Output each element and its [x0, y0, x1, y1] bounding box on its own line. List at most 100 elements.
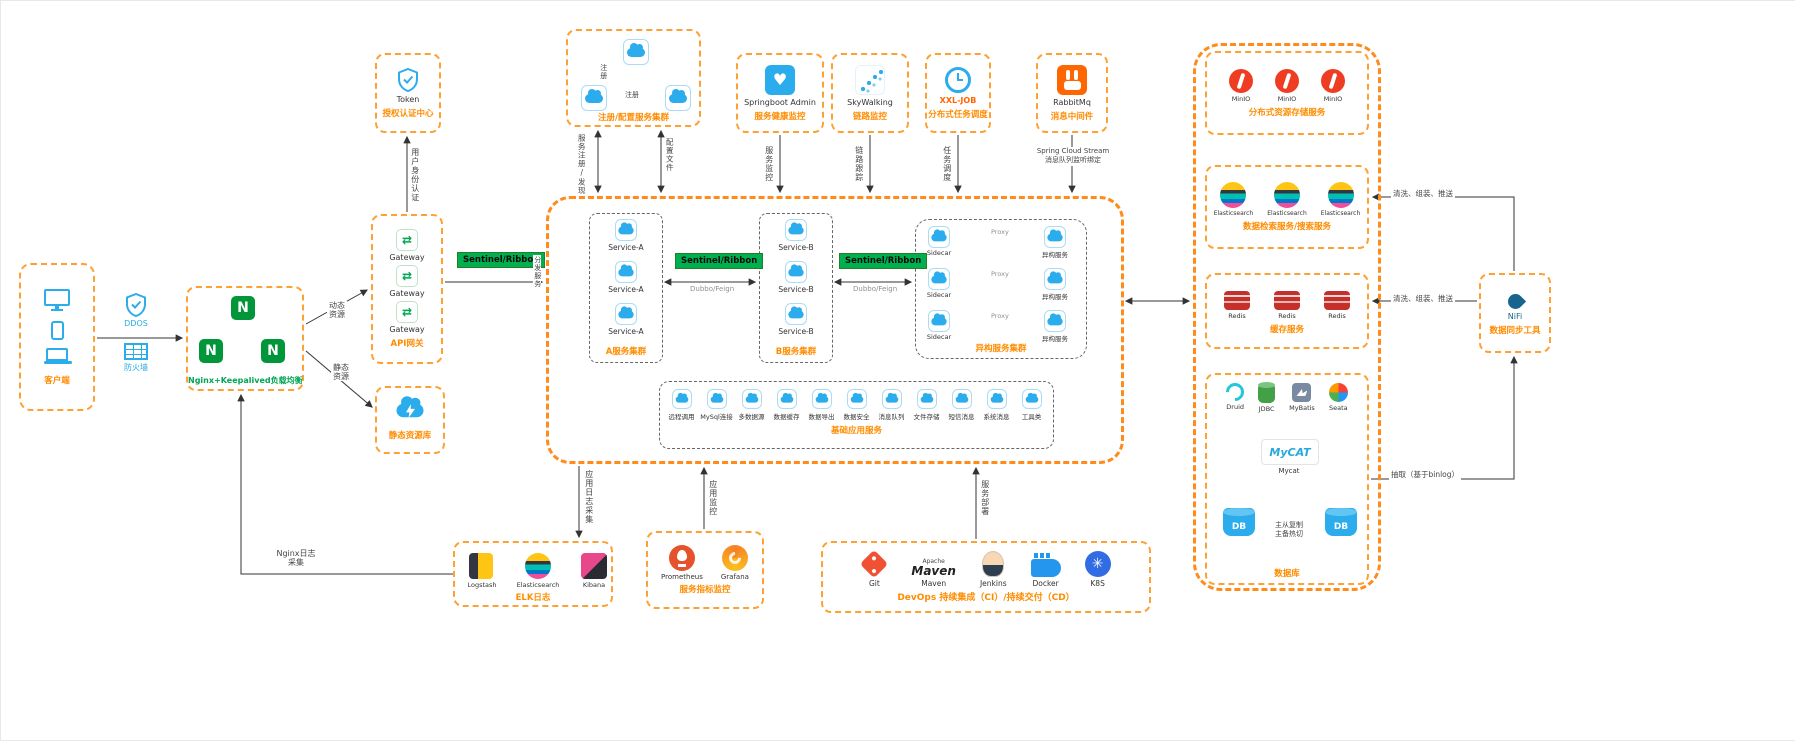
data-layer-container[interactable]	[1193, 43, 1381, 591]
gateway-icon	[396, 229, 418, 251]
token-shield-icon	[398, 67, 418, 92]
edge-label-register: 注册	[599, 63, 608, 81]
basic-service-item: 文件存储	[913, 389, 940, 421]
k8s-name: K8S	[1090, 579, 1105, 588]
logstash-icon	[469, 553, 493, 579]
client-node[interactable]: 客户端	[19, 263, 95, 411]
cloud-icon	[1044, 226, 1066, 248]
devops-node[interactable]: Git Apache Maven Maven Jenkins Docker K8…	[821, 541, 1151, 613]
service-mesh-container[interactable]	[546, 196, 1124, 464]
service-name: Service-A	[608, 285, 644, 294]
cloud-icon	[928, 226, 950, 248]
logstash-name: Logstash	[467, 581, 497, 589]
grafana-name: Grafana	[720, 573, 749, 581]
static-repo-node[interactable]: 静态资源库	[375, 386, 445, 454]
basic-service-item: 系统消息	[984, 389, 1010, 421]
service-item: Service-B	[778, 219, 814, 252]
edge-label-applog: 应用日志采集	[584, 469, 594, 525]
basic-service-item: 工具类	[1021, 389, 1043, 421]
devops-label: DevOps 持续集成（CI）/持续交付（CD）	[897, 593, 1075, 603]
elasticsearch-icon	[1327, 182, 1354, 208]
alarm-clock-icon	[945, 66, 971, 93]
registry-cluster-node[interactable]: 注册/配置服务集群	[566, 29, 701, 127]
cloud-icon	[741, 389, 762, 409]
rabbitmq-node[interactable]: RabbitMq 消息中间件	[1036, 53, 1108, 133]
git-name: Git	[868, 579, 880, 588]
redis-icon	[1274, 291, 1300, 310]
mybatis-icon	[1292, 383, 1312, 402]
water-drop-icon	[1504, 290, 1526, 313]
metrics-node[interactable]: Prometheus Grafana 服务指标监控	[646, 531, 764, 609]
grafana-item: Grafana	[721, 545, 749, 581]
basic-service-name: 多数据源	[738, 413, 765, 421]
cluster-a-label: A服务集群	[605, 347, 647, 357]
druid-name: Druid	[1226, 403, 1245, 411]
xxl-job-node[interactable]: XXL-JOB 分布式任务调度	[925, 53, 991, 133]
basic-service-item: 消息队列	[879, 389, 905, 421]
jenkins-icon	[982, 551, 1005, 577]
redis-name: Redis	[1328, 312, 1346, 320]
heartbeat-icon	[765, 64, 795, 95]
auth-center-node[interactable]: Token 授权认证中心	[375, 53, 441, 133]
elk-label: ELK日志	[515, 593, 551, 603]
hetero-cluster-node[interactable]: Sidecar 异构服务 Sidecar 异构服务 Sidecar 异构服务 异…	[915, 219, 1087, 359]
api-gateway-node[interactable]: Gateway Gateway Gateway API网关	[371, 214, 443, 364]
database-node[interactable]: Druid JDBC MyBatis Seata MyCAT Mycat DB …	[1205, 373, 1369, 585]
cloud-icon	[928, 310, 950, 332]
nifi-label: 数据同步工具	[1489, 326, 1541, 336]
skywalking-node[interactable]: SkyWalking 链路监控	[831, 53, 909, 133]
cloud-icon	[928, 268, 950, 290]
cloud-icon	[916, 389, 937, 409]
cloud-icon	[1021, 389, 1042, 409]
jdbc-item: JDBC	[1258, 382, 1276, 413]
basic-service-name: 数据缓存	[773, 413, 800, 421]
elasticsearch-name: Elasticsearch	[1320, 210, 1361, 217]
redis-icon	[1224, 291, 1250, 310]
nifi-node[interactable]: NiFi 数据同步工具	[1479, 273, 1551, 353]
basic-service-name: MySql连接	[700, 413, 733, 421]
cloud-icon	[623, 39, 649, 65]
service-item: Service-A	[608, 303, 644, 336]
elk-node[interactable]: Logstash Elasticsearch Kibana ELK日志	[453, 541, 613, 607]
cloud-icon	[706, 389, 727, 409]
basic-service-name: 数据导出	[808, 413, 835, 421]
basic-service-item: 数据导出	[808, 389, 835, 421]
redis-item: Redis	[1324, 287, 1350, 320]
metrics-label: 服务指标监控	[679, 585, 731, 595]
cluster-b-node[interactable]: Service-B Service-B Service-B B服务集群	[759, 213, 833, 363]
minio-row: MinIO MinIO MinIO	[1229, 68, 1345, 103]
springboot-admin-name: Springboot Admin	[744, 97, 816, 107]
basic-service-item: 多数据源	[738, 389, 765, 421]
minio-item: MinIO	[1229, 68, 1253, 103]
minio-cluster-node[interactable]: MinIO MinIO MinIO 分布式资源存储服务	[1205, 51, 1369, 135]
prometheus-item: Prometheus	[661, 545, 703, 581]
basic-service-name: 文件存储	[913, 413, 940, 421]
elasticsearch-name: Elasticsearch	[1213, 210, 1254, 217]
search-cluster-node[interactable]: Elasticsearch Elasticsearch Elasticsearc…	[1205, 165, 1369, 249]
minio-cluster-label: 分布式资源存储服务	[1248, 107, 1326, 118]
cluster-a-node[interactable]: Service-A Service-A Service-A A服务集群	[589, 213, 663, 363]
nginx-icon	[199, 339, 223, 363]
redis-name: Redis	[1228, 312, 1246, 320]
edge-label-monitor: 服务监控	[764, 145, 774, 183]
cache-cluster-node[interactable]: Redis Redis Redis 缓存服务	[1205, 273, 1369, 349]
springboot-admin-node[interactable]: Springboot Admin 服务健康监控	[736, 53, 824, 133]
jenkins-name: Jenkins	[979, 579, 1007, 588]
service-name: Service-B	[778, 243, 814, 252]
nginx-label: Nginx+Keepalived负载均衡	[188, 376, 303, 385]
service-item: Service-A	[608, 261, 644, 294]
redis-name: Redis	[1278, 312, 1296, 320]
basic-services-node[interactable]: 远程调用 MySql连接 多数据源 数据缓存 数据导出 数据安全 消息队列 文件…	[659, 381, 1054, 449]
firewall-node[interactable]: 防火墙	[113, 343, 159, 373]
service-item: Service-B	[778, 303, 814, 336]
nginx-node[interactable]: Nginx+Keepalived负载均衡	[186, 286, 304, 391]
ddos-node[interactable]: DDOS	[113, 293, 159, 328]
minio-name: MinIO	[1323, 94, 1343, 103]
shield-icon	[126, 293, 146, 317]
minio-name: MinIO	[1277, 94, 1297, 103]
druid-item: Druid	[1222, 379, 1248, 411]
grafana-icon	[721, 545, 748, 571]
hetero-service-name: 异构服务	[1042, 251, 1068, 259]
edge-label-etl: 清洗、组装、推送	[1391, 293, 1455, 304]
edge-label-stream-line1: Spring Cloud Stream	[1036, 147, 1110, 155]
